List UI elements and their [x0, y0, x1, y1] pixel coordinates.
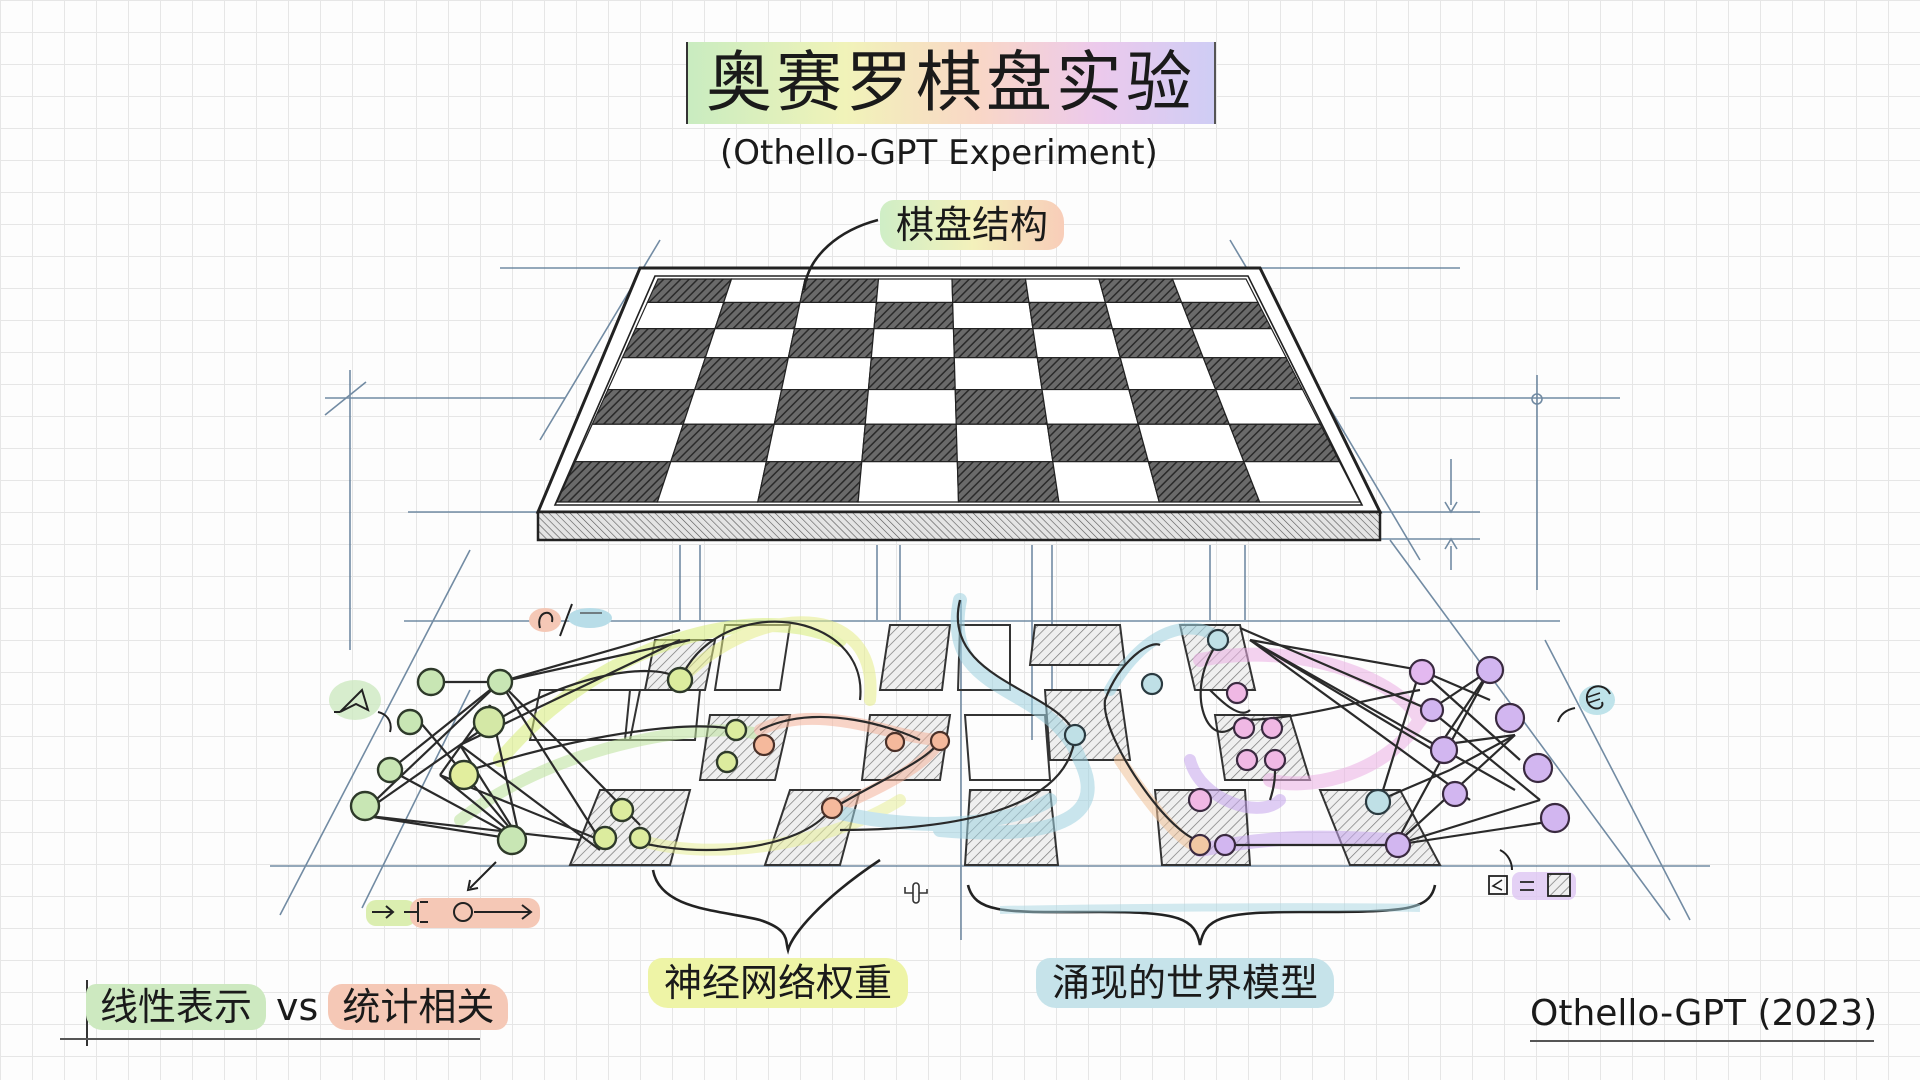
- citation-underline: [1530, 1040, 1874, 1042]
- page-subtitle: (Othello-GPT Experiment): [720, 133, 1158, 173]
- board-cell: [1036, 357, 1130, 391]
- swirl-icon: [1557, 685, 1615, 723]
- board-cell: [1214, 388, 1322, 425]
- board-cell: [1228, 423, 1341, 463]
- board-label-leader: [802, 218, 879, 291]
- equivalence-icon: [1488, 849, 1576, 900]
- board-cell: [714, 301, 801, 330]
- nodes-blue: [1063, 628, 1392, 816]
- board-cell: [1104, 301, 1193, 330]
- board-cell: [857, 461, 960, 503]
- board-cell: [1046, 423, 1150, 463]
- board-cell: [646, 278, 733, 304]
- board-cell: [1024, 278, 1107, 304]
- board-cell: [1041, 388, 1140, 425]
- board-cell: [787, 328, 875, 359]
- board-cell: [1243, 461, 1361, 503]
- board-cell: [875, 278, 954, 304]
- board-cell: [953, 357, 1043, 391]
- board-cell: [704, 328, 796, 359]
- board-cell: [1128, 388, 1231, 425]
- board-cell: [952, 301, 1034, 330]
- bottom-left-underline: [60, 1038, 480, 1040]
- board-cell: [765, 423, 866, 463]
- board-cell: [1137, 423, 1245, 463]
- citation-label: Othello-GPT (2023): [1530, 993, 1878, 1034]
- pointer-arrow-icon: [329, 680, 392, 733]
- board-cell: [1180, 301, 1273, 330]
- board-cell: [861, 423, 958, 463]
- board-cell: [682, 388, 783, 425]
- neural-weights-label: 神经网络权重: [648, 958, 909, 1008]
- board-cell: [606, 357, 707, 391]
- board-cell: [793, 301, 878, 330]
- board-cell: [1147, 461, 1261, 503]
- board-cell: [722, 278, 806, 304]
- nodes-green: [349, 666, 748, 856]
- board-cell: [634, 301, 725, 330]
- board-cell: [621, 328, 716, 359]
- board-cell: [1191, 328, 1288, 359]
- board-cell: [954, 388, 1048, 425]
- board-cell: [955, 423, 1054, 463]
- flow-arrow-icon: [366, 861, 540, 928]
- curl-fraction-icon: [529, 603, 612, 637]
- board-cell: [1052, 461, 1161, 503]
- board-cell: [799, 278, 880, 304]
- board-cell: [693, 357, 790, 391]
- board-cell: [867, 357, 956, 391]
- statistical-correlation-label: 统计相关: [328, 984, 509, 1030]
- network-edges: [359, 599, 1561, 852]
- board-cell: [1202, 357, 1304, 391]
- board-cell: [870, 328, 955, 359]
- board-cell: [1171, 278, 1259, 304]
- board-cell: [873, 301, 955, 330]
- board-cell: [669, 423, 775, 463]
- board-cell: [1032, 328, 1122, 359]
- board-cell: [656, 461, 768, 503]
- board-cell: [1119, 357, 1217, 391]
- brace-neural-weights: [651, 858, 881, 955]
- board-cell: [1111, 328, 1205, 359]
- board-cell: [1098, 278, 1183, 304]
- board-structure-label: 棋盘结构: [880, 200, 1065, 250]
- board-cell: [556, 461, 672, 503]
- board-cell: [951, 278, 1030, 304]
- world-model-label: 涌现的世界模型: [1036, 958, 1335, 1008]
- page-title: 奥赛罗棋盘实验: [686, 42, 1216, 124]
- board-cell: [757, 461, 863, 503]
- board-cell: [1028, 301, 1114, 330]
- nodes-pink-purple: [1187, 655, 1571, 859]
- board-cell: [864, 388, 957, 425]
- board-cell: [591, 388, 696, 425]
- nodes-orange: [752, 730, 951, 820]
- othello-board: [535, 266, 1383, 542]
- board-cell: [780, 357, 872, 391]
- board-cell: [773, 388, 870, 425]
- vs-label: vs: [276, 985, 319, 1029]
- linear-representation-label: 线性表示: [86, 984, 267, 1030]
- board-cell: [956, 461, 1060, 503]
- comparison-label: 线性表示 vs 统计相关: [86, 984, 509, 1030]
- board-cell: [574, 423, 685, 463]
- cactus-glyph-icon: [904, 882, 928, 904]
- board-cell: [952, 328, 1038, 359]
- brace-world-model: [966, 884, 1437, 946]
